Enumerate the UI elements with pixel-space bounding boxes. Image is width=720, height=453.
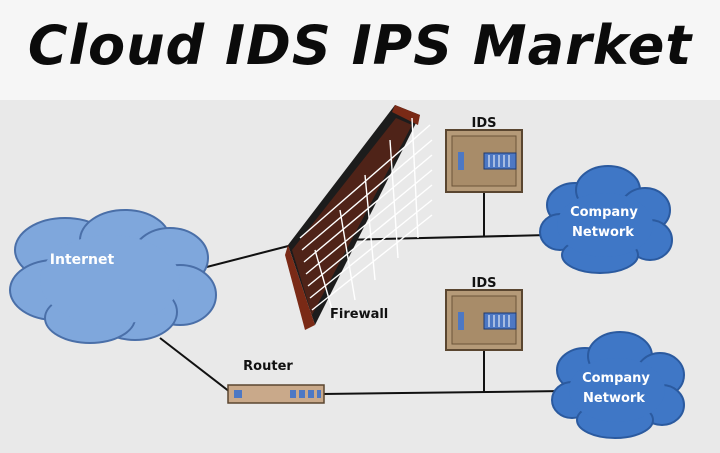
link-internet-firewall: [194, 242, 301, 271]
ids-top-label: IDS: [472, 116, 497, 131]
firewall: [285, 105, 433, 330]
link-internet-router: [159, 337, 231, 393]
internet-cloud: [9, 209, 217, 344]
company-network-top-label-line2: Network: [572, 225, 634, 240]
link-firewall-company-top: [339, 234, 549, 241]
connection-lines: [159, 192, 566, 395]
firewall-label: Firewall: [330, 307, 388, 322]
company-network-bottom-label-line1: Company: [582, 371, 650, 386]
ids-bottom-device: [445, 289, 523, 351]
internet-label: Internet: [50, 252, 115, 268]
router-device: [227, 384, 325, 404]
title-band: [0, 0, 720, 100]
router-label: Router: [243, 359, 293, 374]
company-network-top-cloud: [539, 165, 673, 274]
link-router-company-bottom: [321, 390, 566, 395]
company-network-top-label-line1: Company: [570, 205, 638, 220]
ids-bottom-label: IDS: [472, 276, 497, 291]
company-network-bottom-cloud: [551, 331, 685, 439]
ids-top-device: [445, 129, 523, 193]
page-title: Cloud IDS IPS Market: [27, 14, 693, 77]
company-network-bottom-label-line2: Network: [583, 391, 645, 406]
